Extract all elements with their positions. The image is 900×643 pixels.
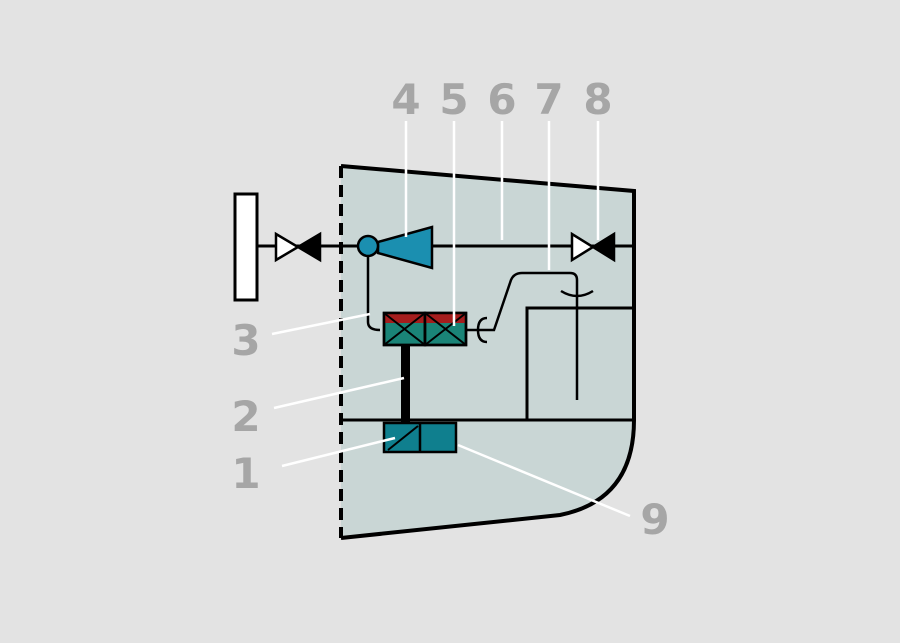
- callout-5: 5: [439, 75, 468, 124]
- callout-2: 2: [231, 392, 260, 441]
- connector-hook: [476, 316, 488, 344]
- compressor-icon: [356, 225, 434, 270]
- callout-4: 4: [391, 75, 420, 124]
- cable-to-tank: [466, 271, 579, 400]
- callout-7: 7: [534, 75, 563, 124]
- power-cable: [401, 345, 410, 423]
- tank-compartment: [525, 306, 634, 420]
- callout-9: 9: [640, 495, 669, 544]
- leader-line-1: [281, 436, 396, 468]
- callout-6: 6: [487, 75, 516, 124]
- cable-box-right: [423, 311, 468, 347]
- leader-line-9: [457, 443, 631, 518]
- callout-8: 8: [583, 75, 612, 124]
- valve-right-icon: [570, 231, 616, 263]
- callout-3: 3: [231, 316, 260, 365]
- tank-outlet-arc: [560, 289, 594, 298]
- valve-left-icon: [274, 231, 322, 263]
- hull-body: [341, 166, 634, 538]
- leader-line-3: [271, 312, 371, 336]
- callout-1: 1: [231, 449, 260, 498]
- pipe-down-to-box: [366, 256, 381, 332]
- leader-line-2: [273, 376, 405, 410]
- shore-panel: [233, 192, 259, 302]
- generator-box: [382, 421, 458, 454]
- cable-box-left: [382, 311, 427, 347]
